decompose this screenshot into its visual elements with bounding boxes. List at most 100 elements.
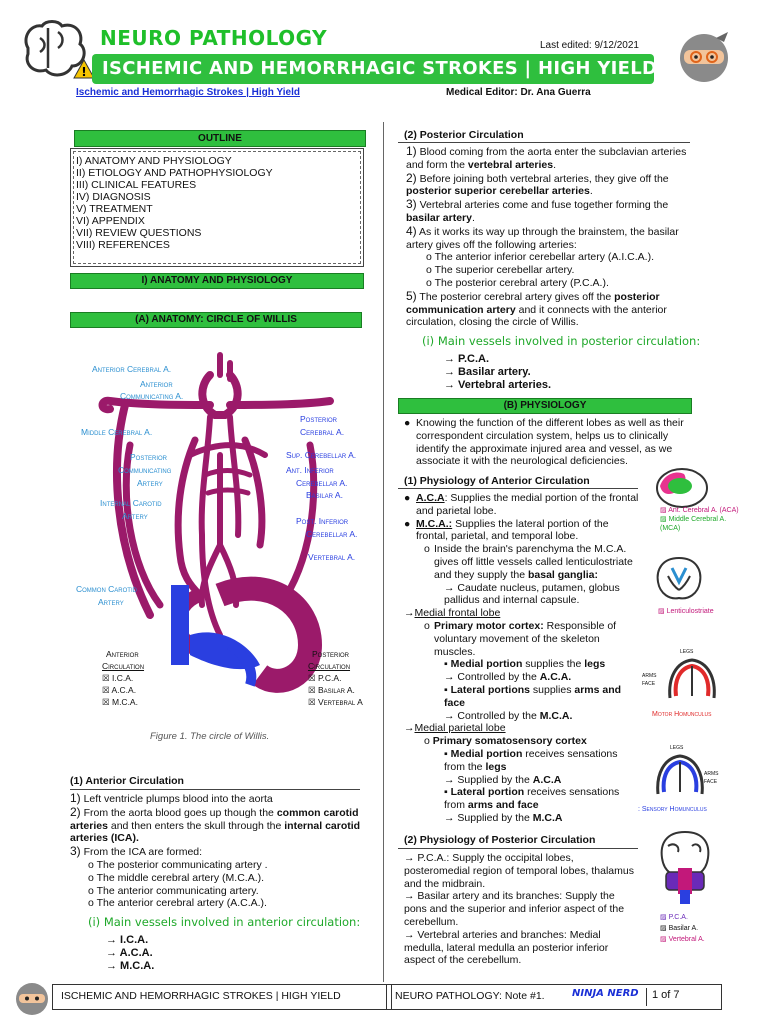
svg-text:!: ! <box>81 65 86 79</box>
brain-posterior-icon <box>660 830 710 904</box>
mp-medial-portion: ▪ Medial portion receives sensations fro… <box>444 747 618 773</box>
sensory-legs-label: legs <box>670 744 684 751</box>
legend-item: ☒ I.C.A. <box>102 673 134 683</box>
ninja-mascot-icon <box>680 32 728 82</box>
footer-note: NEURO PATHOLOGY: Note #1. <box>395 990 545 1002</box>
basal-ganglia-detail: → Caudate nucleus, putamen, globus palli… <box>444 581 620 607</box>
anterior-circulation-steps: 1) Left ventricle plumps blood into the … <box>70 792 362 910</box>
label-posterior-communicating-3: Artery <box>137 478 163 488</box>
formed-list: o The posterior communicating artery . o… <box>70 859 362 910</box>
outline-box <box>70 148 364 267</box>
post-item: → Basilar artery and its branches: Suppl… <box>404 890 625 928</box>
label-internal-carotid-2: Artery <box>122 511 148 521</box>
step-3: 3) From the ICA are formed: <box>70 844 203 859</box>
label-common-carotid-2: Artery <box>98 597 124 607</box>
primary-somatosensory-cortex: o Primary somatosensory cortex <box>424 735 587 748</box>
brain3-legend: ▨ P.C.A. ▨ Basilar A. ▨ Vertebral A. <box>660 912 705 945</box>
legend-item: ☒ A.C.A. <box>102 685 137 695</box>
brand-title: NEURO PATHOLOGY <box>100 26 328 50</box>
legend-anterior-subtitle: Circulation <box>102 661 145 671</box>
label-ant-inferior-2: Cerebellar A. <box>296 478 348 488</box>
footer-separator <box>646 988 647 1006</box>
list-item: o The posterior communicating artery . <box>88 858 268 871</box>
outline-item[interactable]: VIII) REFERENCES <box>76 239 170 251</box>
vessel-item: → M.C.A. <box>106 960 155 972</box>
column-divider <box>383 122 384 982</box>
legend-item: ☒ Basilar A. <box>308 685 355 695</box>
mf-medial-portion: ▪ Medial portion supplies the legs <box>444 658 606 671</box>
brain1-legend: ▨ Ant. Cerebral A. (ACA) ▨ Middle Cerebr… <box>660 506 740 533</box>
physiology-anterior-heading: (1) Physiology of Anterior Circulation <box>404 475 590 487</box>
post-item: → P.C.A.: Supply the occipital lobes, po… <box>404 852 634 890</box>
physiology-anterior-body: ●A.C.A: Supplies the medial portion of t… <box>404 492 640 825</box>
label-post-inferior-2: Cerebellar A. <box>306 529 358 539</box>
legend-anterior-title: Anterior <box>106 649 139 659</box>
topic-link[interactable]: Ischemic and Hemorrhagic Strokes | High … <box>76 87 300 98</box>
posterior-circulation-steps: 1) Blood coming from the aorta enter the… <box>406 145 690 329</box>
label-basilar: Basilar A. <box>306 490 343 500</box>
last-edited-date: Last edited: 9/12/2021 <box>540 40 639 51</box>
outline-item[interactable]: IV) DIAGNOSIS <box>76 191 151 203</box>
label-posterior-communicating-2: Communicating <box>118 465 172 475</box>
outline-item[interactable]: II) ETIOLOGY AND PATHOPHYSIOLOGY <box>76 167 273 179</box>
footer-left: ISCHEMIC AND HEMORRHAGIC STROKES | HIGH … <box>52 984 392 1010</box>
legend-posterior: Posterior Circulation ☒ P.C.A. ☒ Basilar… <box>308 648 363 708</box>
heading-rule <box>398 142 690 143</box>
vessel-item: → Vertebral arteries. <box>444 379 552 391</box>
section-physiology: (B) PHYSIOLOGY <box>398 398 692 414</box>
brain-lateral-icon <box>656 468 708 508</box>
list-item: o The posterior cerebral artery (P.C.A.)… <box>426 276 609 289</box>
mp-lateral-portion: ▪ Lateral portion receives sensations fr… <box>444 786 620 812</box>
medial-parietal-lobe: →Medial parietal lobe <box>404 722 506 735</box>
step-5: 5) The posterior cerebral artery gives o… <box>406 288 667 329</box>
circle-of-willis-diagram <box>98 352 334 693</box>
step-3: 3) Vertebral arteries come and fuse toge… <box>406 197 669 224</box>
heading-rule <box>70 789 360 790</box>
section-anatomy-physiology: I) ANATOMY AND PHYSIOLOGY <box>70 273 364 289</box>
label-post-inferior: Post. Inferior <box>296 516 349 526</box>
medical-editor: Medical Editor: Dr. Ana Guerra <box>446 87 591 98</box>
list-item: o The middle cerebral artery (M.C.A.). <box>88 871 265 884</box>
label-internal-carotid: Internal Carotid <box>100 498 162 508</box>
outline-item[interactable]: V) TREATMENT <box>76 203 153 215</box>
legend-anterior: Anterior Circulation ☒ I.C.A. ☒ A.C.A. ☒… <box>102 648 144 708</box>
list-item: o The anterior cerebral artery (A.C.A.). <box>88 897 267 910</box>
outline-heading: OUTLINE <box>74 130 366 147</box>
heading-rule <box>398 848 638 849</box>
outline-item[interactable]: VII) REVIEW QUESTIONS <box>76 227 202 239</box>
legend-item: ▨ Ant. Cerebral A. (ACA) <box>660 507 739 514</box>
posterior-main-vessels-heading: (i) Main vessels involved in posterior c… <box>422 334 701 348</box>
step-2: 2) From the aorta blood goes up though t… <box>70 804 361 845</box>
legend-item: ☒ M.C.A. <box>102 697 138 707</box>
label-posterior-cerebral: Posterior <box>300 414 338 424</box>
posterior-vessels-list: → P.C.A. → Basilar artery. → Vertebral a… <box>444 353 551 392</box>
motor-arms-face-label: arms face <box>642 672 657 687</box>
label-posterior-cerebral-2: Cerebral A. <box>300 427 345 437</box>
outline-item[interactable]: VI) APPENDIX <box>76 215 145 227</box>
motor-homunculus-label: Motor Homunculus <box>652 711 712 718</box>
sensory-homunculus-icon <box>656 754 704 795</box>
mp-supplied-aca: → Supplied by the A.C.A <box>444 773 562 786</box>
label-common-carotid: Common Carotid <box>76 584 137 594</box>
mf-controlled-mca: → Controlled by the M.C.A. <box>444 709 573 722</box>
outline-list: I) ANATOMY AND PHYSIOLOGY II) ETIOLOGY A… <box>76 155 273 251</box>
vessel-item: → Basilar artery. <box>444 366 531 378</box>
ninja-footer-icon <box>16 983 48 1015</box>
label-anterior-cerebral: Anterior Cerebral A. <box>92 364 172 374</box>
heading-rule <box>398 488 638 489</box>
list-item: o The anterior communicating artery. <box>88 884 259 897</box>
mca-bullet: ●M.C.A.: Supplies the lateral portion of… <box>404 517 609 543</box>
anterior-vessels-list: → I.C.A. → A.C.A. → M.C.A. <box>106 934 154 973</box>
brain-logo-icon: ! <box>24 20 95 79</box>
intro-bullet: ●Knowing the function of the different l… <box>404 417 684 468</box>
outline-item[interactable]: III) CLINICAL FEATURES <box>76 179 197 191</box>
motor-legs-label: legs <box>680 648 694 655</box>
post-item: → Vertebral arteries and branches: Media… <box>404 928 609 967</box>
posterior-circulation-heading: (2) Posterior Circulation <box>404 129 524 141</box>
legend-item: ▨ P.C.A. <box>660 914 688 921</box>
outline-item[interactable]: I) ANATOMY AND PHYSIOLOGY <box>76 155 232 167</box>
medial-frontal-lobe: →Medial frontal lobe <box>404 607 501 620</box>
vessel-item: → A.C.A. <box>106 947 153 959</box>
